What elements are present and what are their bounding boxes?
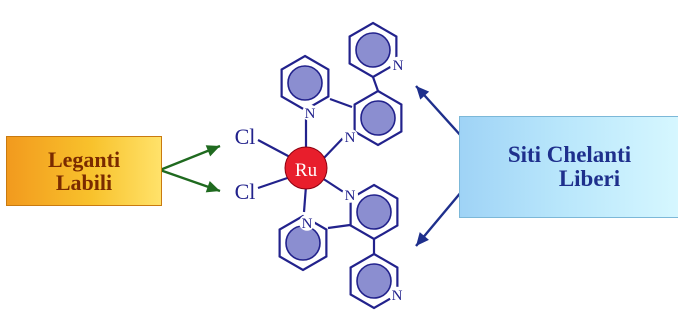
bond-ru-n-lower-right (321, 177, 346, 194)
chloride-label-upper: Cl (235, 124, 256, 149)
nitrogen-label-top-ring: N (393, 58, 404, 74)
chelating-arrow-lower-head (416, 232, 429, 246)
chloride-label-lower: Cl (235, 179, 256, 204)
pyridine-ring-top (348, 21, 398, 79)
nitrogen-label-top-ring-mask (390, 56, 406, 73)
pyridine-ring-bottom-aromatic-circle (356, 263, 392, 299)
pyridine-ring-top-aromatic-circle (355, 32, 391, 68)
bond-ring-link-top (371, 76, 380, 92)
pyridine-ring-bottom (349, 252, 399, 310)
nitrogen-label-upper-left-mask (302, 104, 318, 121)
ruthenium-atom (284, 146, 328, 190)
bond-ru-n-lower-left (302, 185, 308, 213)
nitrogen-label-lower-coord-mask (342, 186, 358, 203)
nitrogen-label-bottom-ring-mask (389, 286, 405, 303)
labile-arrow-lower-head (205, 181, 220, 193)
free-chelating-sites-line-2: Liberi (558, 166, 621, 191)
bond-ring-link-upper (329, 97, 353, 109)
bond-ru-n-upper-right (321, 136, 345, 161)
ruthenium-label: Ru (295, 160, 318, 181)
pyrazine-ring-upper-aromatic-circle (360, 100, 396, 136)
pyridine-ring-lower-left (278, 214, 328, 272)
nitrogen-label-upper-left: N (305, 106, 316, 122)
nitrogen-label-lower-coord: N (345, 188, 356, 204)
nitrogen-label-bottom-ring: N (392, 288, 403, 304)
nitrogen-label-lower-left-mask (299, 214, 315, 231)
pyrazine-ring-upper (353, 89, 403, 147)
pyridine-ring-upper-left-aromatic-circle (287, 65, 323, 101)
nitrogen-label-upper-coord-mask (342, 128, 358, 145)
labile-arrow-upper-head (205, 145, 220, 157)
labile-ligands-line-1: Leganti (47, 146, 121, 172)
free-chelating-sites-line-1: Siti Chelanti (507, 141, 632, 167)
annotation-arrows (159, 85, 463, 247)
labile-ligands-box: Leganti Labili (6, 136, 162, 206)
chelating-arrow-upper-head (416, 86, 430, 100)
free-chelating-sites-box: Siti Chelanti Liberi (459, 116, 678, 218)
bond-ring-link-lower (327, 223, 351, 230)
nitrogen-label-lower-left: N (302, 216, 313, 232)
labile-ligands-line-2: Labili (55, 170, 113, 195)
nitrogen-label-upper-coord: N (345, 130, 356, 146)
pyrazine-ring-lower-aromatic-circle (356, 194, 392, 230)
